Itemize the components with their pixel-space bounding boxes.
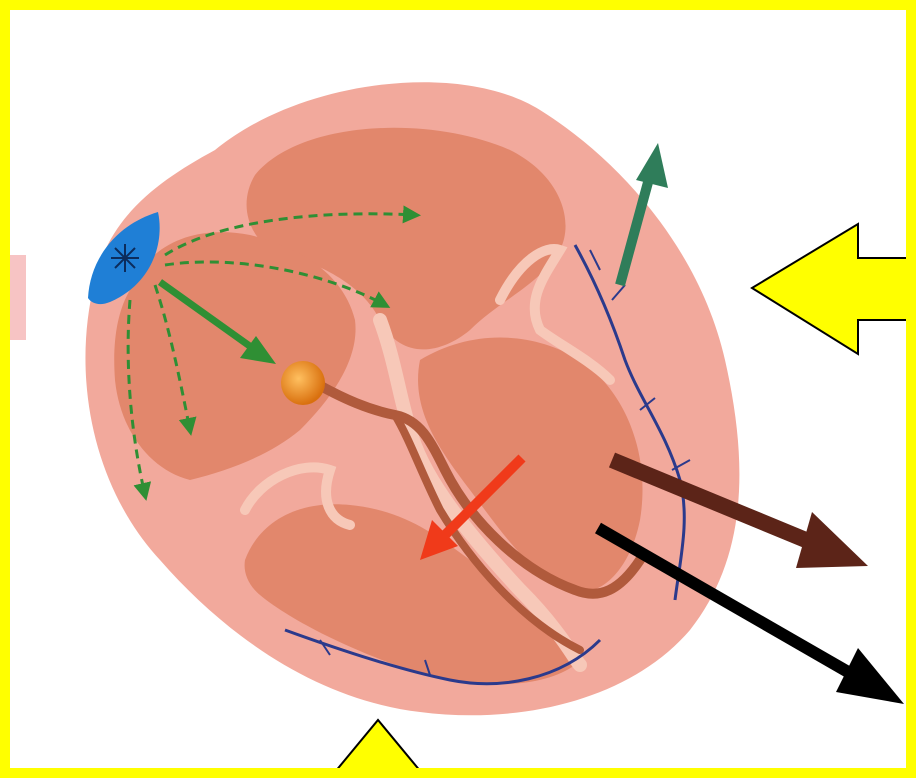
av-node-icon [281, 361, 325, 405]
sa-node-spark-icon [111, 244, 139, 272]
left-edge-band [8, 255, 26, 340]
